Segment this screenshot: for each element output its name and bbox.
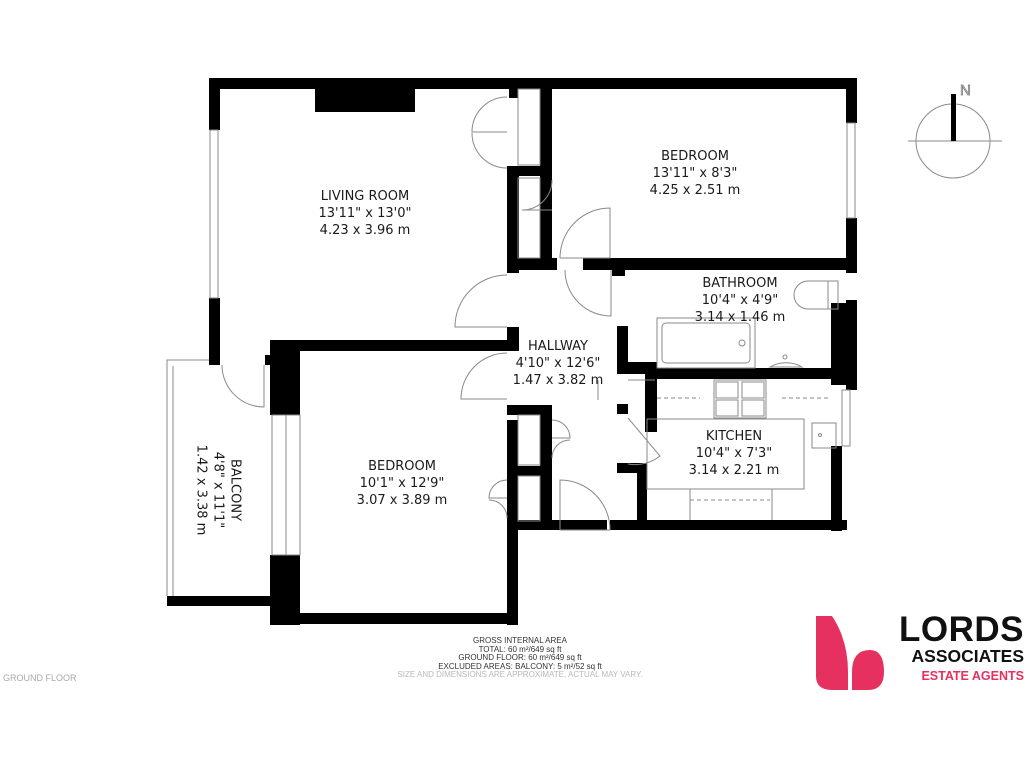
- north-arrow-icon: [908, 94, 1002, 179]
- area-ground-floor: GROUND FLOOR: 60 m²/649 sq ft: [458, 653, 582, 662]
- room-hallway: HALLWAY 4'10" x 12'6" 1.47 x 3.82 m: [508, 338, 608, 389]
- room-balcony: BALCONY 4'8" x 11'1" 1.42 x 3.38 m: [193, 410, 244, 570]
- room-name: LIVING ROOM: [320, 189, 410, 204]
- logo-tagline: ESTATE AGENTS: [921, 669, 1024, 683]
- room-name: BEDROOM: [368, 459, 436, 474]
- room-metric: 1.47 x 3.82 m: [512, 373, 604, 388]
- room-bedroom-1: BEDROOM 13'11" x 8'3" 4.25 x 2.51 m: [620, 148, 770, 199]
- room-bedroom-2: BEDROOM 10'1" x 12'9" 3.07 x 3.89 m: [327, 458, 477, 509]
- logo-name: LORDS: [899, 610, 1024, 649]
- room-imperial: 10'4" x 7'3": [695, 446, 773, 461]
- room-imperial: 4'8" x 11'1": [210, 451, 226, 529]
- room-metric: 3.07 x 3.89 m: [356, 493, 448, 508]
- room-name: BALCONY: [227, 458, 243, 522]
- room-metric: 1.42 x 3.38 m: [193, 444, 209, 536]
- room-living-room: LIVING ROOM 13'11" x 13'0" 4.23 x 3.96 m: [290, 188, 440, 239]
- logo-subtitle: ASSOCIATES: [911, 646, 1024, 666]
- walls: [167, 78, 857, 625]
- room-metric: 4.25 x 2.51 m: [649, 183, 741, 198]
- room-bathroom: BATHROOM 10'4" x 4'9" 3.14 x 1.46 m: [665, 275, 815, 326]
- area-excluded: EXCLUDED AREAS: BALCONY: 5 m²/52 sq ft: [438, 661, 602, 671]
- floor-label: GROUND FLOOR: [3, 673, 77, 683]
- gross-internal-area: GROSS INTERNAL AREA TOTAL: 60 m²/649 sq …: [380, 636, 660, 680]
- room-name: BEDROOM: [661, 149, 729, 164]
- room-imperial: 4'10" x 12'6": [515, 356, 601, 371]
- logo-text: LORDS ASSOCIATES ESTATE AGENTS: [890, 612, 1024, 684]
- compass-north-label: N: [960, 82, 972, 100]
- area-total: TOTAL: 60 m²/649 sq ft: [478, 644, 562, 654]
- room-metric: 4.23 x 3.96 m: [319, 223, 411, 238]
- room-imperial: 10'1" x 12'9": [359, 476, 445, 491]
- room-metric: 3.14 x 1.46 m: [694, 310, 786, 325]
- lords-logo-mark-icon: [816, 616, 884, 690]
- room-name: HALLWAY: [528, 339, 588, 354]
- agency-logo: LORDS ASSOCIATES ESTATE AGENTS: [812, 612, 1024, 692]
- room-name: KITCHEN: [705, 429, 763, 444]
- fixtures: [166, 88, 856, 596]
- room-imperial: 13'11" x 13'0": [318, 206, 412, 221]
- area-heading: GROSS INTERNAL AREA: [473, 636, 567, 645]
- room-imperial: 10'4" x 4'9": [701, 293, 779, 308]
- room-name: BATHROOM: [702, 276, 778, 291]
- room-imperial: 13'11" x 8'3": [652, 166, 738, 181]
- room-metric: 3.14 x 2.21 m: [688, 463, 780, 478]
- area-disclaimer: SIZE AND DIMENSIONS ARE APPROXIMATE, ACT…: [397, 670, 643, 679]
- room-kitchen: KITCHEN 10'4" x 7'3" 3.14 x 2.21 m: [659, 428, 809, 479]
